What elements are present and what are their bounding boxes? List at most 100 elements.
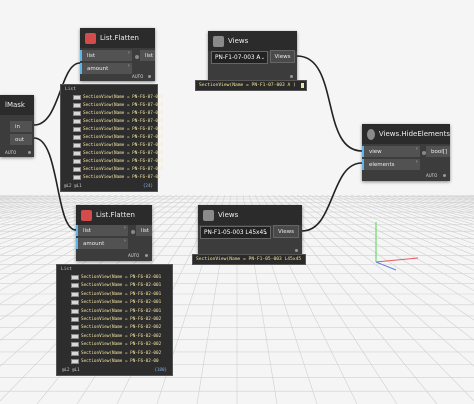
list-flatten-node-top[interactable]: List.Flatten list › amount › list AUTO [80,28,155,81]
chevron-down-icon: ⌄ [260,54,265,61]
list-item[interactable]: SectionView(Name = PN-F6-02-002 [71,341,161,348]
list-index-badge [73,143,81,148]
list-item[interactable]: SectionView(Name = PN-F6-07-001 [73,126,163,133]
list-item[interactable]: SectionView(Name = PN-F6-02-001 [71,282,161,289]
list-item-value: SectionView(Name = PN-F6-07-002 [83,151,164,156]
input-port-list[interactable]: list › [80,50,132,61]
views-output-port[interactable]: Views [273,225,299,238]
list-item[interactable]: SectionView(Name = PN-F6-07-001 [73,110,163,117]
list-index-badge [71,275,79,280]
list-item[interactable]: SectionView(Name = PN-F6-02-001 [71,274,161,281]
views-selector-node-top[interactable]: Views PN-F1-07-003 A ⌄ Views [208,31,297,82]
list-item[interactable]: SectionView(Name = PN-F6-02-002 [71,316,161,323]
list-item[interactable]: SectionView(Name = PN-F6-02-00 [71,358,159,365]
input-port-list[interactable]: list › [76,225,128,236]
chevron-down-icon: ⌄ [263,229,268,236]
list-item[interactable]: SectionView(Name = PN-F6-07-002 [73,142,163,149]
views-dropdown[interactable]: PN-F1-07-003 A ⌄ [211,51,268,64]
pin-icon[interactable] [300,83,304,88]
list-item[interactable]: SectionView(Name = PN-F6-02-001 [71,299,161,306]
chevron-right-icon: › [415,146,418,152]
port-label: view [369,148,382,155]
lacing-auto-label: AUTO [426,173,438,178]
views-output-port[interactable]: Views [270,50,295,63]
node-grip-icon[interactable] [443,174,446,177]
node-title: Views [228,37,249,45]
node-header[interactable]: Views [208,31,297,51]
output-port-list[interactable]: list [140,50,155,61]
list-item[interactable]: SectionView(Name = PN-F6-07-001 [73,118,163,125]
list-item[interactable]: SectionView(Name = PN-F6-02-001 [71,291,161,298]
list-index-badge [71,350,79,356]
list-item[interactable]: SectionView(Name = PN-F6-07-001 [73,94,163,101]
output-port-in[interactable]: in [10,121,32,132]
list-item-value: SectionView(Name = PN-F6-02-002 [81,333,162,339]
list-index-badge [71,300,79,306]
list-node-icon [81,209,92,221]
port-label: Views [274,53,291,60]
list-item[interactable]: SectionView(Name = PN-F6-07-00 [73,174,161,181]
list-filter-by-bool-mask-node[interactable]: lMask in out AUTO [0,95,34,157]
list-item[interactable]: SectionView(Name = PN-F6-07-002 [73,134,163,141]
list-item[interactable]: SectionView(Name = PN-F6-07-001 [73,102,163,109]
list-index-badge [73,103,81,108]
output-port-out[interactable]: out [10,134,32,145]
list-index-badge [71,308,79,314]
output-port-bool[interactable]: bool[] [426,146,450,157]
list-item-value: SectionView(Name = PN-F6-07-001 [83,127,164,132]
list-index-badge [73,167,81,172]
node-header[interactable]: lMask [0,95,34,115]
list-index-badge [71,333,79,339]
input-port-amount[interactable]: amount › [80,63,132,74]
node-grip-icon[interactable] [148,75,151,78]
list-item-value: SectionView(Name = PN-F6-07-002 [83,135,164,140]
list-item-value: SectionView(Name = PN-F6-02-001 [81,308,162,314]
views-top-preview-bubble[interactable]: SectionView(Name = PN-F1-07-003 A ) [195,80,307,91]
list-item-value: SectionView(Name = PN-F6-07-001 [83,103,164,108]
list-item[interactable]: SectionView(Name = PN-F6-07-002 [73,150,163,157]
input-port-amount[interactable]: amount › [76,238,128,249]
list-item[interactable]: SectionView(Name = PN-F6-07-002 [73,158,163,165]
node-grip-icon[interactable] [28,151,31,154]
wires [33,55,363,232]
port-label: list [145,52,154,59]
list-item[interactable]: SectionView(Name = PN-F6-02-002 [71,333,161,340]
list-level-footer: @L2 @L1 [64,183,82,188]
list-item-value: SectionView(Name = PN-F6-07-001 [83,111,164,116]
node-grip-icon[interactable] [145,254,148,257]
list-preview-title: List [65,87,76,92]
list-item[interactable]: SectionView(Name = PN-F6-02-002 [71,350,161,357]
list-flatten-node-bottom[interactable]: List.Flatten list › amount › list AUTO [76,205,152,261]
list-index-badge [73,175,81,180]
output-port-list[interactable]: list [136,225,152,236]
list-item[interactable]: SectionView(Name = PN-F6-02-001 [71,308,161,315]
node-grip-icon[interactable] [295,249,298,252]
node-header[interactable]: List.Flatten [76,205,152,225]
port-label: amount [87,65,109,72]
node-title: Views [218,211,239,219]
list-item[interactable]: SectionView(Name = PN-F6-07-002 [73,166,163,173]
list-index-badge [73,151,81,156]
node-header[interactable]: List.Flatten [80,28,155,48]
node-grip-icon[interactable] [290,75,293,78]
node-header[interactable]: Views.HideElements [362,124,450,144]
port-label: out [15,136,25,143]
list-item-value: SectionView(Name = PN-F6-07-00 [83,175,161,180]
port-label: elements [369,161,395,168]
views-bottom-preview-bubble[interactable]: SectionView(Name = PN-F1-05-003 L45x45 [192,254,306,265]
input-port-view[interactable]: view › [362,146,420,157]
list-count: {24} [142,183,153,188]
lacing-auto-label: AUTO [128,253,140,258]
list-count: {180} [154,367,167,372]
views-dropdown[interactable]: PN-F1-05-003 L45x45 ⌄ [200,226,271,239]
views-selector-node-bottom[interactable]: Views PN-F1-05-003 L45x45 ⌄ Views [198,205,302,255]
list-item[interactable]: SectionView(Name = PN-F6-02-002 [71,324,161,331]
list-node-icon [85,32,96,44]
hide-elements-node-icon [367,128,375,140]
node-header[interactable]: Views [198,205,302,225]
input-port-elements[interactable]: elements › [362,159,420,170]
views-hide-elements-node[interactable]: Views.HideElements view › elements › boo… [362,124,450,181]
list-item-value: SectionView(Name = PN-F6-07-002 [83,143,164,148]
